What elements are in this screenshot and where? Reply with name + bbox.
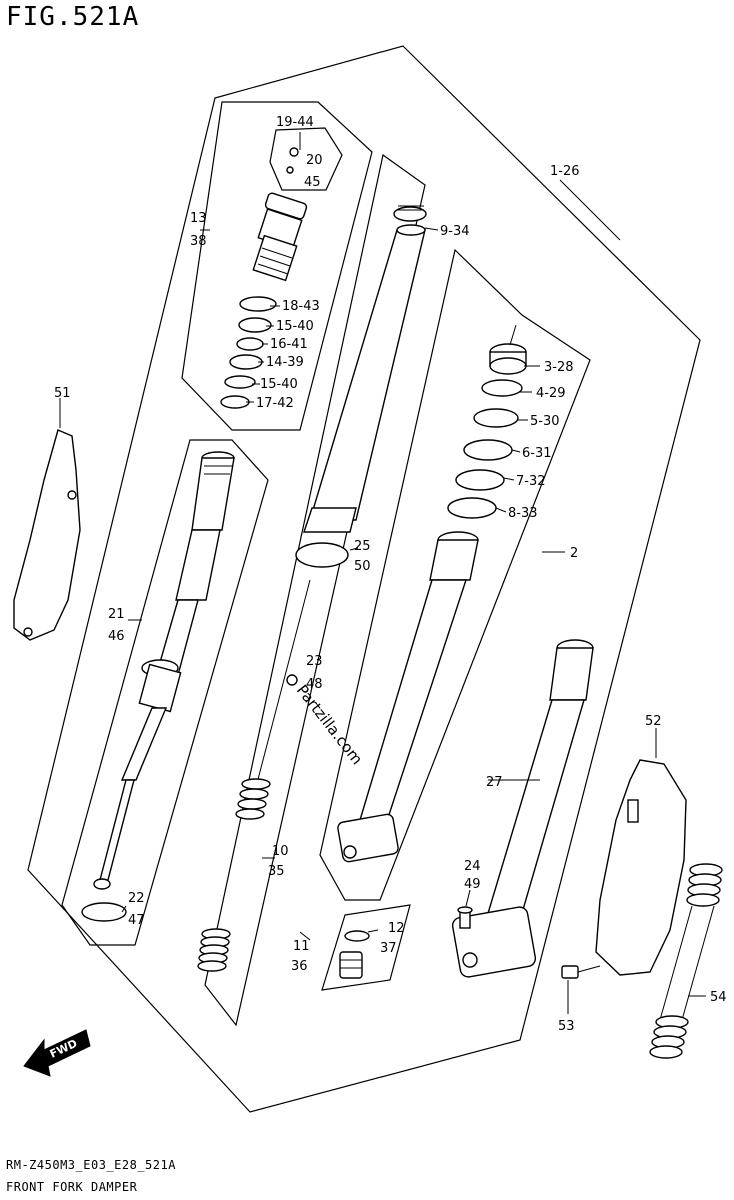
spring-guide-rod [249, 579, 311, 811]
fork-spring-part [649, 863, 723, 1059]
axle-holder-part [451, 639, 594, 978]
callout-46: 46 [108, 629, 125, 644]
callout-27: 27 [486, 775, 503, 790]
guard-slot [627, 799, 639, 823]
callout-50: 50 [354, 559, 371, 574]
callout-7-32: 7-32 [516, 474, 546, 489]
callout-2: 2 [570, 546, 578, 561]
callout-22: 22 [128, 891, 145, 906]
spring-guide-washer [286, 674, 298, 686]
guard-hole-lower [23, 627, 33, 637]
guard-hole [67, 490, 77, 500]
callout-12: 12 [388, 921, 405, 936]
left-fork-guard [13, 429, 81, 641]
callout-23: 23 [306, 654, 323, 669]
callout-6-31: 6-31 [522, 446, 552, 461]
seal-group-box [181, 101, 373, 431]
figure-code: RM-Z450M3_E03_E28_521A [6, 1158, 176, 1172]
leader-lines [59, 132, 706, 1014]
callout-48: 48 [306, 677, 323, 692]
callout-35: 35 [268, 864, 285, 879]
valve-box [321, 904, 411, 991]
main-assembly-outline [27, 45, 701, 1113]
callout-15-40-upper: 15-40 [276, 319, 314, 334]
guard-bolt-part [561, 965, 601, 979]
callout-15-40-lower: 15-40 [260, 377, 298, 392]
small-screw-part [286, 147, 299, 174]
callout-19-44: 19-44 [276, 115, 314, 130]
hex-callout-box [269, 127, 343, 191]
exploded-parts-diagram: 1-26 2 3-28 4-29 5-30 6-31 7-32 8-33 9-3… [13, 45, 727, 1113]
callout-4-29: 4-29 [536, 386, 566, 401]
callout-8-33: 8-33 [508, 506, 538, 521]
bleed-bolt-part [457, 906, 473, 929]
damper-rod-part [93, 451, 235, 890]
callout-14-39: 14-39 [266, 355, 304, 370]
callout-24: 24 [464, 859, 481, 874]
rod-group-box [61, 439, 269, 946]
outer-tube-bushings [447, 343, 527, 519]
figure-name: FRONT FORK DAMPER [6, 1180, 138, 1194]
callout-16-41: 16-41 [270, 337, 308, 352]
callout-13: 13 [190, 211, 207, 226]
callout-21: 21 [108, 607, 125, 622]
callout-49: 49 [464, 877, 481, 892]
callout-3-28: 3-28 [544, 360, 574, 375]
rod-o-ring [81, 902, 127, 922]
base-valve-part [339, 930, 370, 979]
callout-53: 53 [558, 1019, 575, 1034]
figure-title: FIG.521A [6, 2, 140, 32]
callout-52: 52 [645, 714, 662, 729]
callout-25: 25 [354, 539, 371, 554]
outer-tube-box [319, 248, 591, 901]
cap-bolt-part [252, 192, 308, 282]
inner-tube-o-ring [295, 542, 349, 568]
callout-17-42: 17-42 [256, 396, 294, 411]
callout-10: 10 [272, 844, 289, 859]
seal-washer-stack [220, 296, 277, 409]
rebound-spring-part [197, 928, 231, 972]
inner-tube-box [204, 153, 426, 1027]
fwd-arrow-icon: FWD [23, 1029, 91, 1077]
callout-37: 37 [380, 941, 397, 956]
callout-36: 36 [291, 959, 308, 974]
callout-5-30: 5-30 [530, 414, 560, 429]
callout-45: 45 [304, 175, 321, 190]
callout-11: 11 [293, 939, 310, 954]
inner-tube-part [303, 205, 427, 533]
callout-38: 38 [190, 234, 207, 249]
right-fork-guard [595, 759, 687, 976]
callout-20: 20 [306, 153, 323, 168]
callout-1-26: 1-26 [550, 164, 580, 179]
callout-47: 47 [128, 913, 145, 928]
callout-54: 54 [710, 990, 727, 1005]
outer-tube-part [337, 531, 479, 863]
short-spring-part [235, 778, 271, 820]
callout-51: 51 [54, 386, 71, 401]
callout-9-34: 9-34 [440, 224, 470, 239]
callout-18-43: 18-43 [282, 299, 320, 314]
